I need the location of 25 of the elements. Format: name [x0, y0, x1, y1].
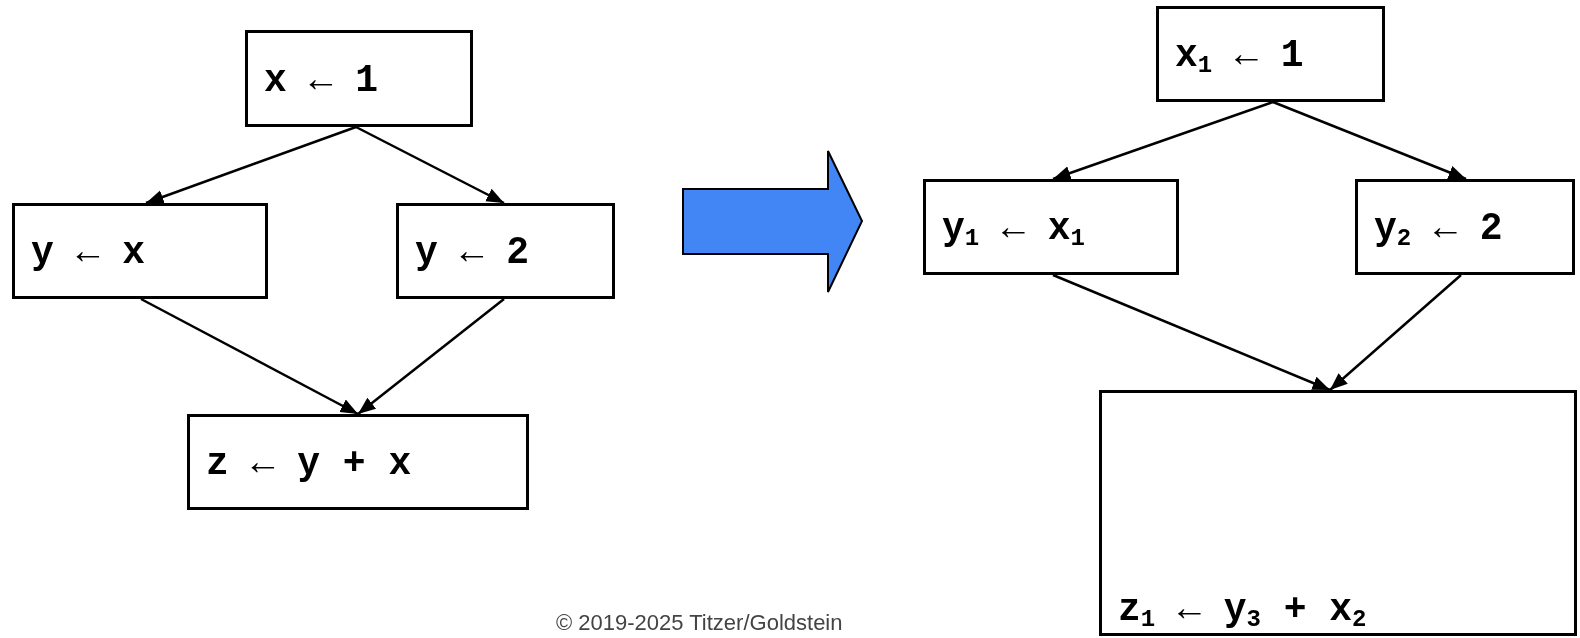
assignment-text: z ← y + x	[206, 445, 412, 483]
process-box	[12, 203, 268, 299]
assignment-text: y$_{2}$ ← 2	[1374, 210, 1503, 248]
process-box	[187, 414, 529, 510]
arrow	[355, 125, 505, 205]
assignment-text: x$_{1}$ ← 1	[1175, 37, 1304, 75]
process-box	[245, 30, 473, 127]
copyright-note: © 2019-2025 Titzer/Goldstein	[556, 609, 843, 637]
assignment-text: y$_{1}$ ← x$_{1}$	[942, 210, 1085, 248]
assignment-text: y ← 2	[415, 234, 530, 272]
assignment-text: y ← x	[31, 234, 146, 272]
arrow	[140, 297, 359, 416]
process-box	[1355, 179, 1575, 275]
arrow	[1052, 100, 1274, 181]
process-box	[396, 203, 615, 299]
assignment-text: z$_{1}$ ← y$_{3}$ + x$_{2}$	[1118, 591, 1367, 629]
arrow	[1272, 100, 1467, 181]
process-box	[923, 179, 1179, 275]
arrow	[357, 298, 505, 415]
process-box	[1156, 6, 1385, 102]
arrow	[1329, 274, 1462, 391]
arrow	[1052, 273, 1331, 392]
assignment-text: x ← 1	[264, 61, 379, 100]
arrow	[145, 125, 357, 205]
process-box	[1099, 390, 1577, 636]
